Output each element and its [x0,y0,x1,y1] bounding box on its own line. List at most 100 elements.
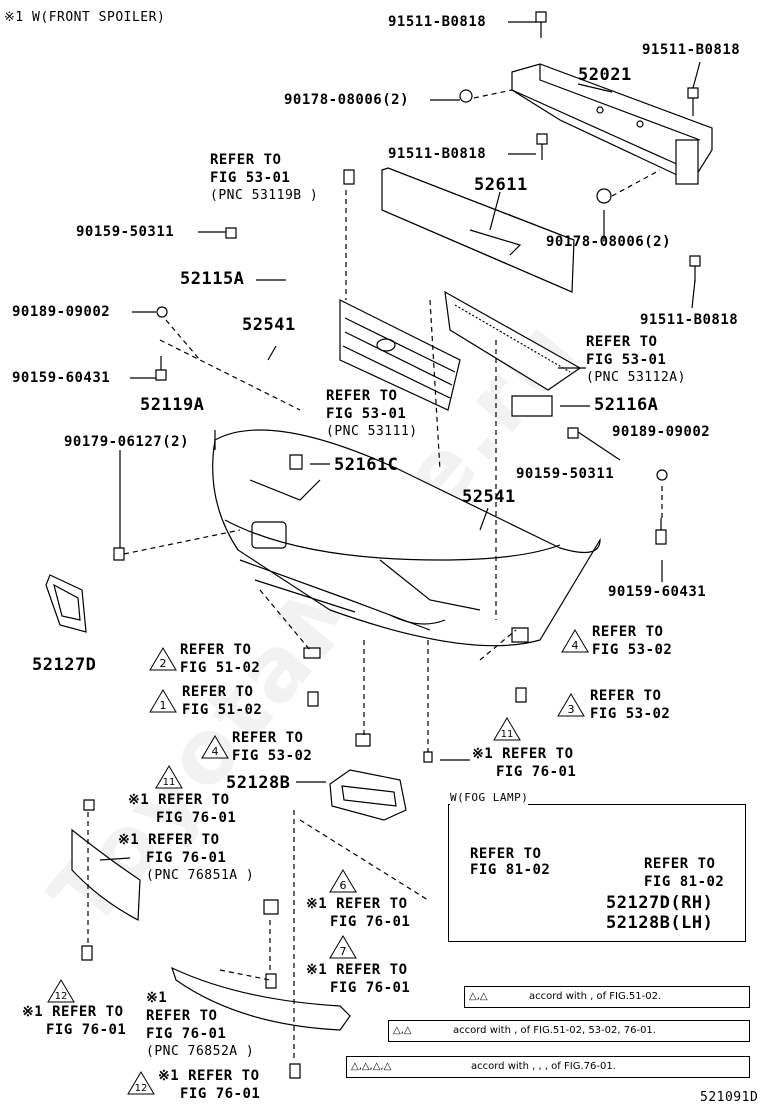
refer-76-01-c-line1: ※1 REFER TO [118,832,220,848]
legend-row-1-text: accord with , of FIG.51-02. [529,991,662,1002]
refer-51-02-a-line2: FIG 51-02 [180,660,261,676]
part-91511-mid: 91511-B0818 [388,146,487,162]
fog-lamp-inset [448,804,746,942]
triangle-11-number: 11 [501,729,514,740]
refer-81-02-b-line2: FIG 81-02 [644,874,725,890]
refer-76-01-f-line1: ※1 REFER TO [22,1004,124,1020]
part-90159-60431-b: 90159-60431 [608,584,707,600]
refer-76-01-e-line2: FIG 76-01 [330,980,411,996]
refer-53-02-a-line1: REFER TO [592,624,664,640]
part-90189-a: 90189-09002 [12,304,111,320]
part-91511-top: 91511-B0818 [388,14,487,30]
legend-row-1: △,△ accord with , of FIG.51-02. [464,986,750,1008]
part-52119A: 52119A [140,395,205,415]
fog-part-52128B-lh: 52128B(LH) [606,913,714,933]
refer-76-01-g-line3: (PNC 76852A ) [146,1044,255,1059]
triangle-1-number: 1 [160,699,167,712]
refer-76-01-h-line1: ※1 REFER TO [158,1068,260,1084]
refer-81-02-a-line2: FIG 81-02 [470,862,551,878]
refer-53-01-b-line3: (PNC 53112A) [586,370,686,385]
fog-lamp-title: W(FOG LAMP) [450,790,529,806]
triangle-1-icon: 1 [149,689,177,713]
legend-row-1-triangles-icon: △,△ [469,991,488,1002]
refer-76-01-h-line2: FIG 76-01 [180,1086,261,1102]
triangle-3-icon: 3 [557,693,585,717]
refer-51-02-a-line1: REFER TO [180,642,252,658]
triangle-4b-icon: 4 [201,735,229,759]
refer-53-02-a-line2: FIG 53-02 [592,642,673,658]
reinforcement-52021 [511,63,713,185]
refer-76-01-g-line2: FIG 76-01 [146,1026,227,1042]
absorber-52611 [381,167,575,293]
part-52116A: 52116A [594,395,659,415]
triangle-2-number: 2 [160,657,167,670]
legend-row-2-triangles-icon: △,△ [393,1025,412,1036]
triangle-4-number: 4 [572,639,579,652]
dashed-lines [87,89,663,1062]
refer-76-01-c-line2: FIG 76-01 [146,850,227,866]
refer-76-01-a-line2: FIG 76-01 [496,764,577,780]
refer-53-01-a-line3: (PNC 53119B ) [210,188,319,203]
part-52021: 52021 [578,65,632,85]
part-90189-b: 90189-09002 [612,424,711,440]
triangle-7-number: 7 [340,945,347,958]
triangle-11b-number: 11 [163,777,176,788]
triangle-3-number: 3 [568,703,575,716]
legend-row-3: △,△,△,△ accord with , , , of FIG.76-01. [346,1056,750,1078]
refer-53-02-c-line1: REFER TO [232,730,304,746]
triangle-12-icon: 12 [47,979,75,1003]
refer-53-01-a-line1: REFER TO [210,152,282,168]
refer-76-01-b-line1: ※1 REFER TO [128,792,230,808]
refer-76-01-e-line1: ※1 REFER TO [306,962,408,978]
refer-76-01-c-line3: (PNC 76851A ) [146,868,255,883]
refer-81-02-a-line1: REFER TO [470,846,542,862]
triangle-12-number: 12 [55,991,68,1002]
refer-51-02-b-line2: FIG 51-02 [182,702,263,718]
bezel-52128B [329,769,407,821]
part-90159-50311-b: 90159-50311 [516,466,615,482]
part-52541-b: 52541 [462,487,516,507]
part-52611: 52611 [474,175,528,195]
part-90178-b: 90178-08006(2) [546,234,672,250]
refer-76-01-d-line2: FIG 76-01 [330,914,411,930]
part-52115A: 52115A [180,269,245,289]
fig-code: 521091D [700,1090,759,1105]
triangle-7-icon: 7 [329,935,357,959]
spoiler-76852A [170,966,351,1031]
refer-53-02-c-line2: FIG 53-02 [232,748,313,764]
refer-53-02-b-line1: REFER TO [590,688,662,704]
refer-53-01-a-line2: FIG 53-01 [210,170,291,186]
triangle-11b-icon: 11 [155,765,183,789]
part-52541-a: 52541 [242,315,296,335]
refer-53-01-c-line2: FIG 53-01 [326,406,407,422]
part-52127D: 52127D [32,655,97,675]
header-note: ※1 W(FRONT SPOILER) [4,10,166,25]
refer-81-02-b-line1: REFER TO [644,856,716,872]
triangle-12b-icon: 12 [127,1071,155,1095]
refer-76-01-b-line2: FIG 76-01 [156,810,237,826]
grille-53112A [444,290,582,391]
triangle-6-number: 6 [340,879,347,892]
legend-row-3-triangles-icon: △,△,△,△ [351,1061,392,1072]
refer-76-01-f-line2: FIG 76-01 [46,1022,127,1038]
spoiler-76851A [71,828,141,921]
part-52128B: 52128B [226,773,291,793]
grille-53111 [339,299,461,411]
triangle-4-icon: 4 [561,629,589,653]
part-90179: 90179-06127(2) [64,434,190,450]
refer-51-02-b-line1: REFER TO [182,684,254,700]
triangle-6-icon: 6 [329,869,357,893]
bumper-cover-52119A [212,429,601,647]
part-91511-topright: 91511-B0818 [642,42,741,58]
refer-53-01-c-line1: REFER TO [326,388,398,404]
part-91511-right: 91511-B0818 [640,312,739,328]
fog-part-52127D-rh: 52127D(RH) [606,893,714,913]
refer-76-01-a-line1: ※1 REFER TO [472,746,574,762]
legend-row-3-text: accord with , , , of FIG.76-01. [471,1061,616,1072]
legend-row-2-text: accord with , of FIG.51-02, 53-02, 76-01… [453,1025,656,1036]
refer-76-01-g-line0: ※1 [146,990,168,1006]
triangle-4b-number: 4 [212,745,219,758]
triangle-2-icon: 2 [149,647,177,671]
